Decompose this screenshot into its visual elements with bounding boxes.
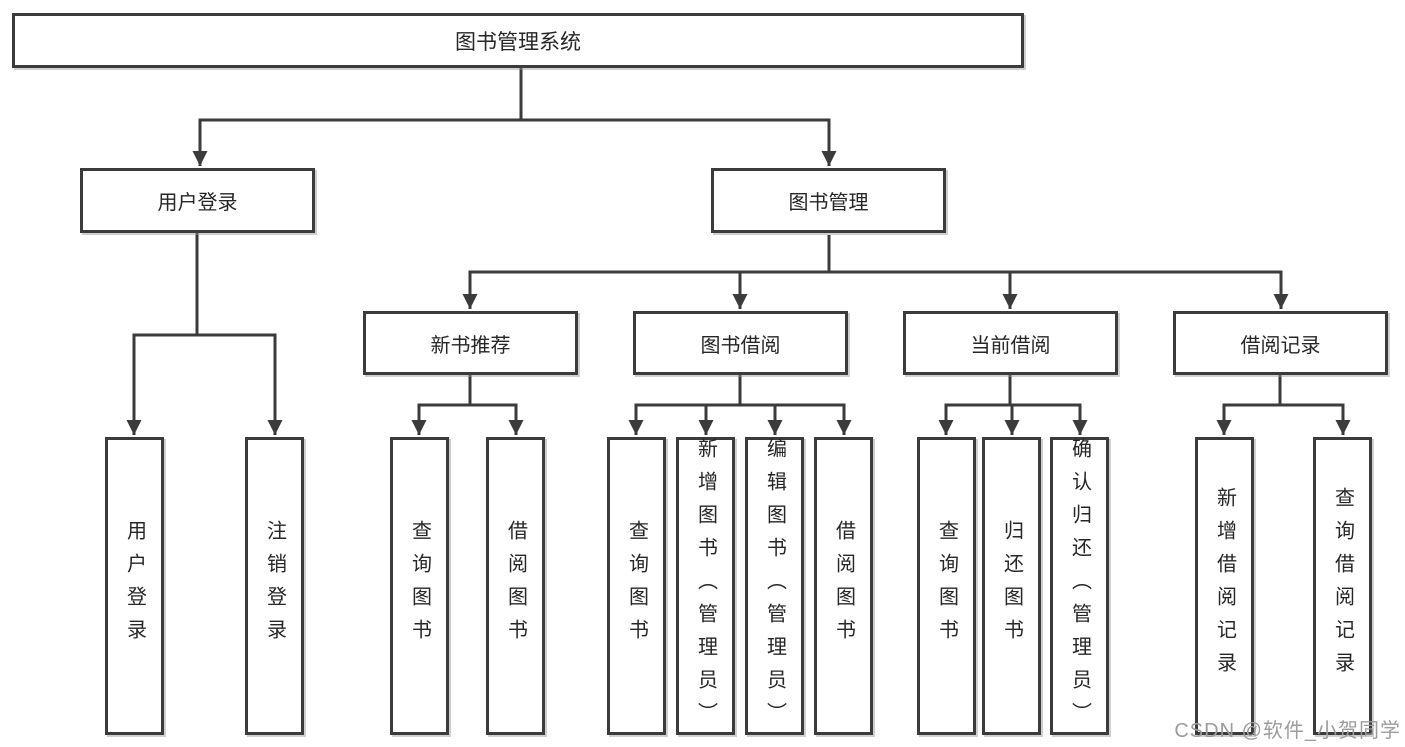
leaf-user-login: 用户登录 <box>105 437 164 735</box>
leaf-newbook-borrow-books: 借阅图书 <box>486 437 545 735</box>
leaf-current-confirm-return-admin: 确认归还（管理员） <box>1050 437 1109 735</box>
node-new-book-recommend: 新书推荐 <box>363 311 578 375</box>
node-new-book-recommend-label: 新书推荐 <box>430 334 511 357</box>
leaf-borrowing-borrow-books-label: 借阅图书 <box>832 520 855 652</box>
leaf-newbook-query-books: 查询图书 <box>390 437 449 735</box>
edge-bm-to-borrowing-records <box>829 270 1289 309</box>
leaf-borrowing-borrow-books: 借阅图书 <box>814 437 873 735</box>
leaf-borrowing-edit-books-admin: 编辑图书（管理员） <box>745 437 804 735</box>
leaf-newbook-query-books-label: 查询图书 <box>408 520 431 652</box>
edge-user-login-to-logout <box>197 333 283 435</box>
node-book-borrowing: 图书借阅 <box>633 311 848 375</box>
node-user-login: 用户登录 <box>80 168 315 233</box>
edge-current-to-confirm <box>1010 403 1088 435</box>
edge-new-book-to-borrow <box>470 403 524 435</box>
leaf-current-return-books-label: 归还图书 <box>1000 520 1023 652</box>
leaf-borrowing-add-books-admin-label: 新增图书（管理员） <box>694 437 717 735</box>
leaf-borrowing-edit-books-admin-label: 编辑图书（管理员） <box>763 437 786 735</box>
node-user-login-label: 用户登录 <box>157 192 238 214</box>
edge-records-to-add <box>1216 403 1280 435</box>
leaf-records-query-record-label: 查询借阅记录 <box>1331 487 1354 685</box>
node-book-management: 图书管理 <box>711 168 946 233</box>
edge-bm-to-new-book <box>462 270 829 309</box>
edge-bm-to-current-borrowing <box>829 270 1018 309</box>
edge-borrowing-to-borrow <box>740 403 852 435</box>
edge-borrowing-to-query <box>628 403 740 435</box>
node-borrowing-records: 借阅记录 <box>1173 311 1388 375</box>
edge-new-book-to-query <box>411 403 470 435</box>
leaf-current-query-books-label: 查询图书 <box>935 520 958 652</box>
edge-current-to-query <box>938 403 1010 435</box>
leaf-borrowing-add-books-admin: 新增图书（管理员） <box>676 437 735 735</box>
edge-user-login-to-login <box>126 333 197 435</box>
node-book-management-label: 图书管理 <box>788 192 869 214</box>
node-book-borrowing-label: 图书借阅 <box>700 334 781 357</box>
leaf-newbook-borrow-books-label: 借阅图书 <box>504 520 527 652</box>
csdn-watermark: CSDN @软件_小贺同学 <box>1174 720 1401 742</box>
edge-root-to-user-login <box>192 118 521 166</box>
edge-bm-to-book-borrowing <box>732 270 829 309</box>
leaf-borrowing-query-books: 查询图书 <box>607 437 666 735</box>
leaf-records-add-record-label: 新增借阅记录 <box>1213 487 1236 685</box>
leaf-current-query-books: 查询图书 <box>917 437 976 735</box>
edge-root-to-book-management <box>521 118 837 166</box>
edge-current-to-return <box>1004 403 1020 435</box>
node-current-borrowing: 当前借阅 <box>903 311 1118 375</box>
node-current-borrowing-label: 当前借阅 <box>970 334 1051 357</box>
edge-records-to-query <box>1280 403 1351 435</box>
leaf-records-add-record: 新增借阅记录 <box>1195 437 1254 735</box>
leaf-logout: 注销登录 <box>245 437 304 735</box>
leaf-current-confirm-return-admin-label: 确认归还（管理员） <box>1068 437 1091 735</box>
leaf-borrowing-query-books-label: 查询图书 <box>625 520 648 652</box>
edge-borrowing-to-edit <box>740 403 783 435</box>
leaf-records-query-record: 查询借阅记录 <box>1313 437 1372 735</box>
leaf-current-return-books: 归还图书 <box>982 437 1041 735</box>
node-root-label: 图书管理系统 <box>455 30 581 54</box>
edge-borrowing-to-add <box>698 403 740 435</box>
leaf-user-login-label: 用户登录 <box>123 520 146 652</box>
node-borrowing-records-label: 借阅记录 <box>1240 334 1321 357</box>
leaf-logout-label: 注销登录 <box>263 520 286 652</box>
node-root: 图书管理系统 <box>12 13 1024 68</box>
